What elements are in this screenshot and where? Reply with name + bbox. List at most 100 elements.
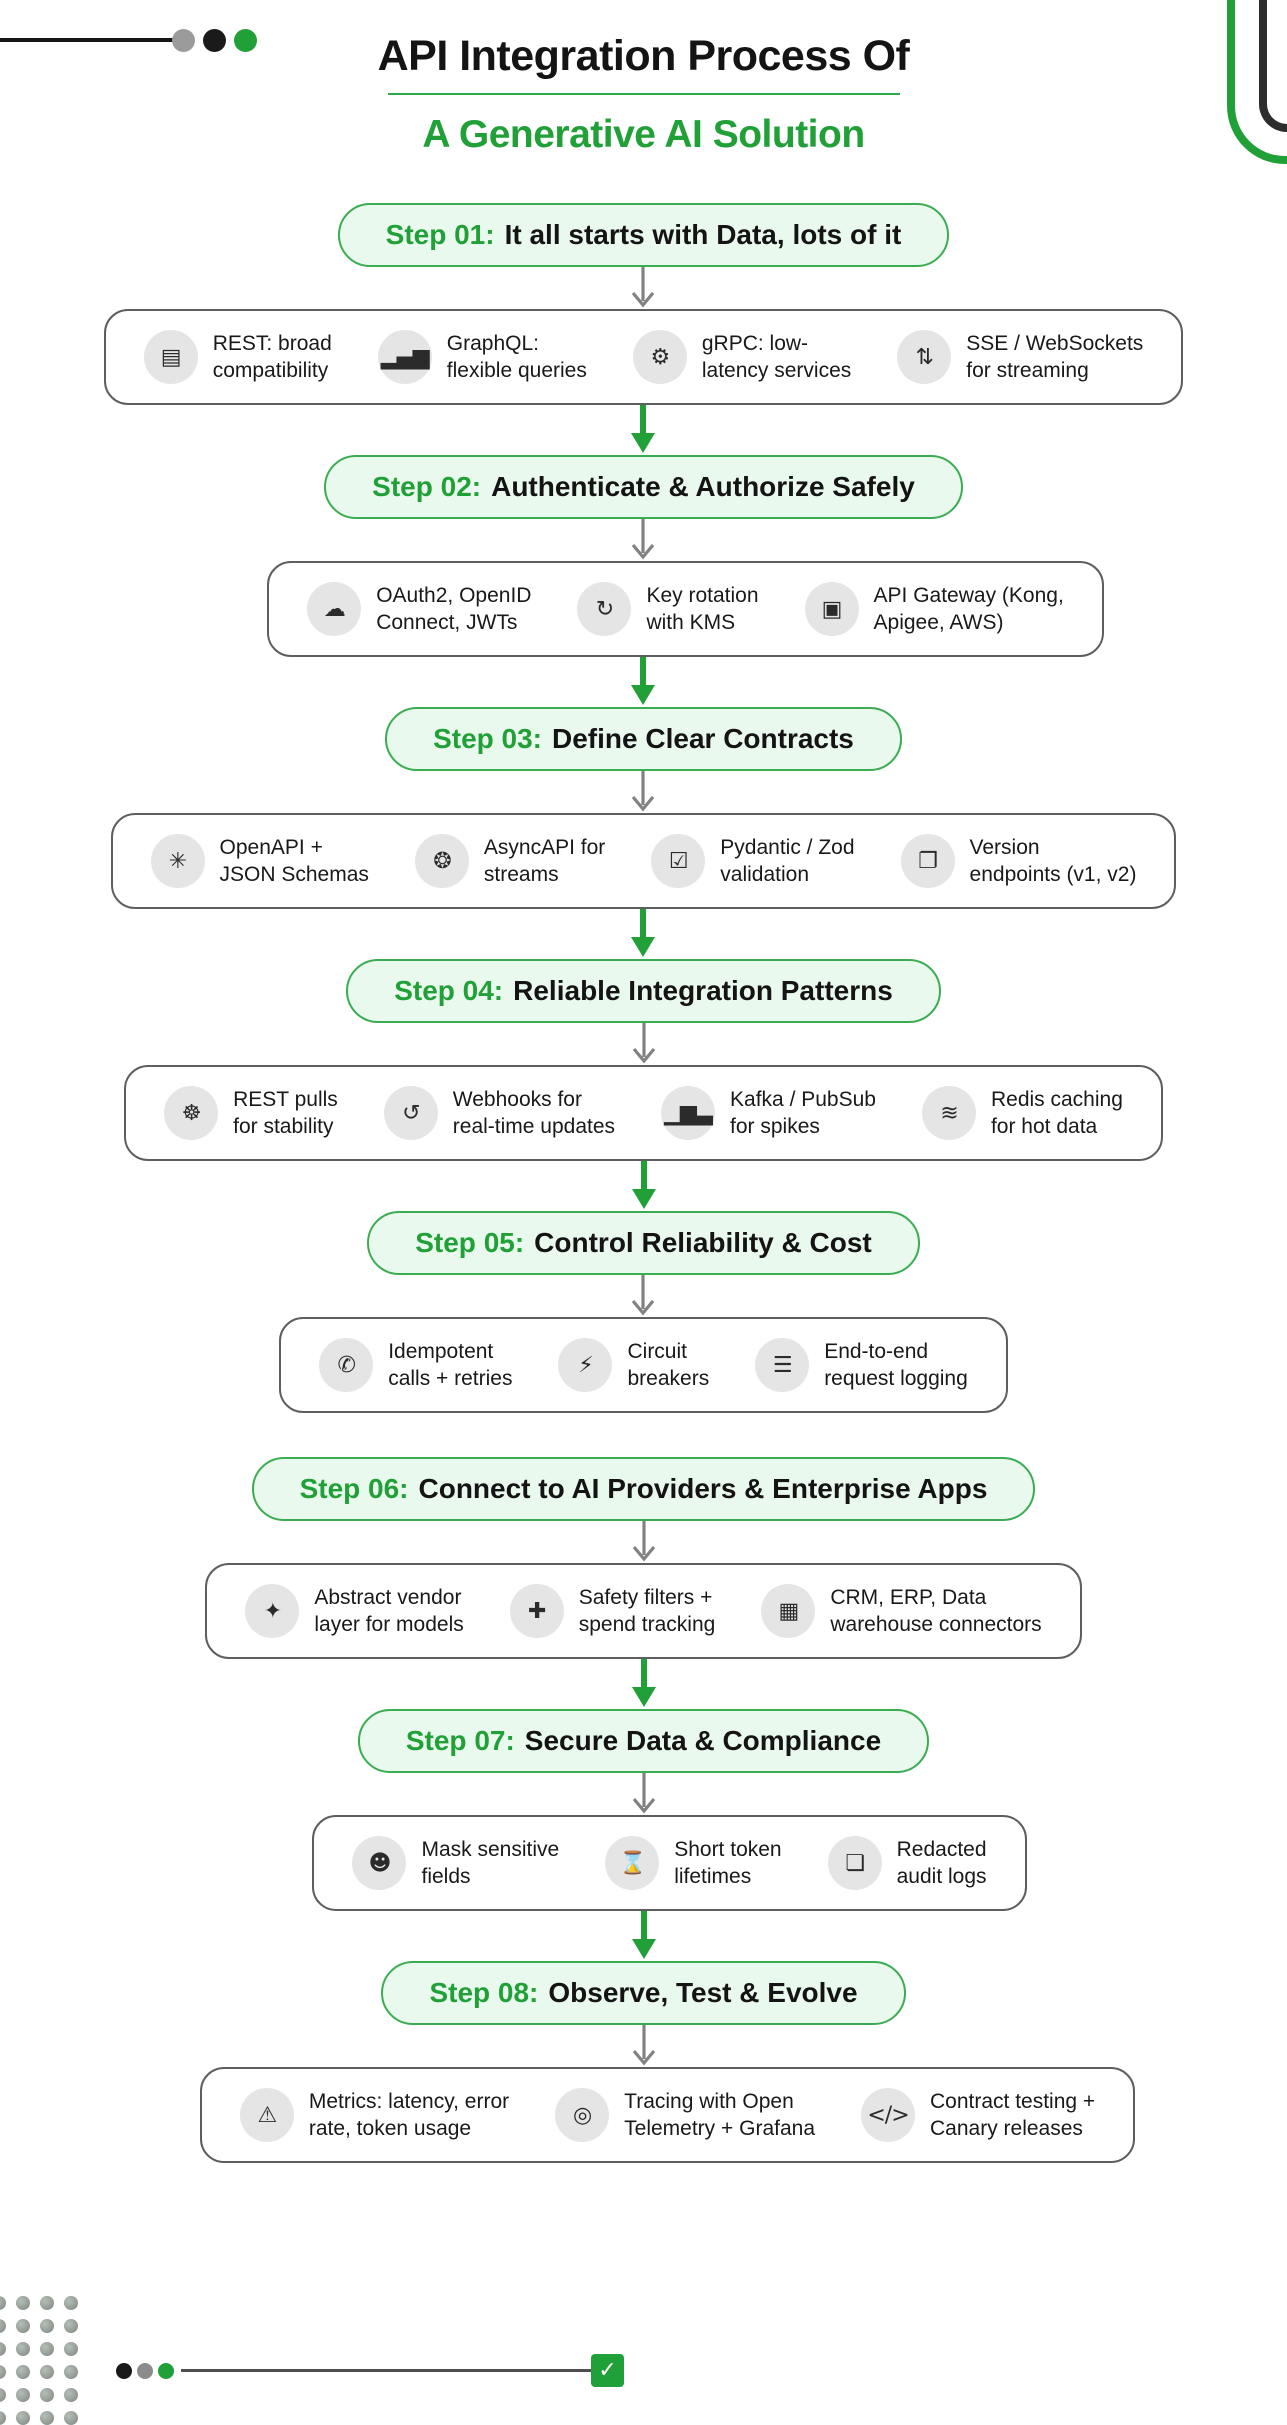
gray-dot-icon [137, 2362, 153, 2379]
phone-retry-icon: ✆ [319, 1338, 374, 1393]
progress-decoration: ✓ [116, 2354, 624, 2387]
step-pill: Step 05:Control Reliability & Cost [367, 1211, 920, 1276]
step-label: Step 04: [394, 975, 504, 1007]
step-section: Step 04:Reliable Integration Patterns ☸ … [124, 959, 1163, 1211]
feature-row: ☻ Mask sensitive fields ⌛ Short token li… [312, 1815, 1027, 1912]
texture-dot-icon [64, 2388, 78, 2402]
feature-item-label: End-to-end request logging [824, 1339, 968, 1391]
green-dot-icon [158, 2362, 174, 2379]
feature-item-label: Metrics: latency, error rate, token usag… [308, 2089, 510, 2141]
database-icon: ▤ [143, 330, 198, 385]
checkmark-icon: ✓ [591, 2354, 624, 2387]
gray-arrow-down-icon [629, 2025, 659, 2067]
step-label: Step 02: [372, 471, 482, 503]
texture-dot-icon [0, 2388, 6, 2402]
step-pill: Step 03: Define Clear Contracts [385, 707, 902, 772]
top-left-line [0, 38, 180, 42]
texture-dot-icon [16, 2411, 30, 2425]
feature-item: ☰ End-to-end request logging [755, 1338, 968, 1393]
step-section: Step 06: Connect to AI Providers & Enterp… [205, 1457, 1082, 1709]
step-label: Step 03: [433, 723, 543, 755]
feature-row: ⚠ Metrics: latency, error rate, token us… [199, 2067, 1136, 2164]
feature-item: </> Contract testing + Canary releases [861, 2088, 1095, 2143]
texture-dot-icon [0, 2365, 6, 2379]
texture-dot-icon [40, 2388, 54, 2402]
gear-hands-icon: ☸ [164, 1086, 219, 1141]
texture-dot-icon [40, 2319, 54, 2333]
asyncapi-gear-icon: ❂ [414, 834, 469, 889]
green-arrow-down-icon [629, 1911, 659, 1961]
feature-item: ▂▄▆ GraphQL: flexible queries [377, 330, 587, 385]
feature-item-label: API Gateway (Kong, Apigee, AWS) [873, 583, 1064, 635]
texture-dot-icon [64, 2411, 78, 2425]
step-label: Step 06: [299, 1473, 409, 1505]
feature-item-label: Circuit breakers [627, 1339, 710, 1391]
feature-item: ↻ Key rotation with KMS [577, 582, 759, 637]
texture-dot-icon [64, 2319, 78, 2333]
audit-log-icon: ❏ [827, 1836, 882, 1891]
step-title: Reliable Integration Patterns [513, 975, 893, 1007]
header: API Integration Process Of A Generative … [0, 0, 1287, 157]
texture-dot-icon [0, 2319, 6, 2333]
feature-item: ↺ Webhooks for real-time updates [383, 1086, 616, 1141]
feature-item: ✦ Abstract vendor layer for models [245, 1584, 464, 1639]
gray-arrow-down-icon [629, 1023, 659, 1065]
feature-item: ❂ AsyncAPI for streams [414, 834, 605, 889]
green-arrow-down-icon [628, 657, 658, 707]
step-title: Define Clear Contracts [552, 723, 854, 755]
gray-circle-icon [172, 29, 195, 52]
feature-item: ❐ Version endpoints (v1, v2) [900, 834, 1137, 889]
cloud-devices-icon: ☁ [307, 582, 362, 637]
texture-dot-icon [40, 2365, 54, 2379]
step-pill: Step 06: Connect to AI Providers & Enterp… [251, 1457, 1036, 1522]
cache-chart-icon: ≋ [921, 1086, 976, 1141]
feature-item: ▦ CRM, ERP, Data warehouse connectors [761, 1584, 1042, 1639]
token-register-icon: ⌛ [605, 1836, 660, 1891]
feature-item-label: Contract testing + Canary releases [930, 2089, 1096, 2141]
key-rotation-icon: ↻ [577, 582, 632, 637]
feature-item: ≋ Redis caching for hot data [921, 1086, 1123, 1141]
feature-item-label: Abstract vendor layer for models [314, 1585, 464, 1637]
request-logging-icon: ☰ [755, 1338, 810, 1393]
feature-item-label: Webhooks for real-time updates [452, 1087, 616, 1139]
feature-item-label: SSE / WebSockets for streaming [966, 331, 1144, 383]
feature-item-label: Key rotation with KMS [646, 583, 759, 635]
feature-item: ☻ Mask sensitive fields [352, 1836, 559, 1891]
black-circle-icon [203, 29, 226, 52]
feature-item-label: REST pulls for stability [233, 1087, 338, 1139]
green-arrow-down-icon [629, 1659, 659, 1709]
feature-item: ⚡ Circuit breakers [558, 1338, 709, 1393]
feature-item-label: Version endpoints (v1, v2) [969, 835, 1137, 887]
page-subtitle: A Generative AI Solution [422, 113, 865, 157]
idea-hand-icon: ✦ [245, 1584, 300, 1639]
feature-item: ✚ Safety filters + spend tracking [509, 1584, 715, 1639]
feature-row: ▤ REST: broad compatibility ▂▄▆ GraphQL:… [103, 309, 1184, 406]
feature-item: ✆ Idempotent calls + retries [319, 1338, 512, 1393]
step-section: Step 02:Authenticate & Authorize Safely … [225, 455, 1104, 707]
step-title: Connect to AI Providers & Enterprise App… [418, 1473, 988, 1505]
steps-flow: Step 01:It all starts with Data, lots of… [0, 203, 1287, 2207]
feature-item-label: Mask sensitive fields [421, 1837, 560, 1889]
gears-icon: ⚙ [632, 330, 687, 385]
texture-dot-icon [16, 2319, 30, 2333]
black-dot-icon [116, 2362, 132, 2379]
step-section: Step 08:Observe, Test & Evolve ⚠ Metrics… [176, 1961, 1136, 2164]
step-title: Secure Data & Compliance [524, 1725, 882, 1757]
feature-item-label: Redis caching for hot data [990, 1087, 1123, 1139]
gray-arrow-down-icon [628, 519, 658, 561]
texture-dot-icon [64, 2342, 78, 2356]
green-circle-icon [234, 29, 257, 52]
progress-line [181, 2369, 593, 2372]
feature-row: ☁ OAuth2, OpenID Connect, JWTs ↻ Key rot… [267, 561, 1104, 658]
texture-dot-icon [64, 2365, 78, 2379]
validation-checklist-icon: ☑ [651, 834, 706, 889]
green-arrow-down-icon [629, 1161, 659, 1211]
step-section: Step 07:Secure Data & Compliance ☻ Mask … [286, 1709, 1027, 1961]
gray-arrow-down-icon [628, 1275, 658, 1317]
feature-item-label: gRPC: low- latency services [701, 331, 852, 383]
feature-row: ✆ Idempotent calls + retries ⚡ Circuit b… [279, 1317, 1008, 1414]
feature-item: ✳ OpenAPI + JSON Schemas [150, 834, 369, 889]
feature-item: ◎ Tracing with Open Telemetry + Grafana [555, 2088, 815, 2143]
texture-dot-icon [40, 2342, 54, 2356]
feature-item-label: CRM, ERP, Data warehouse connectors [830, 1585, 1042, 1637]
